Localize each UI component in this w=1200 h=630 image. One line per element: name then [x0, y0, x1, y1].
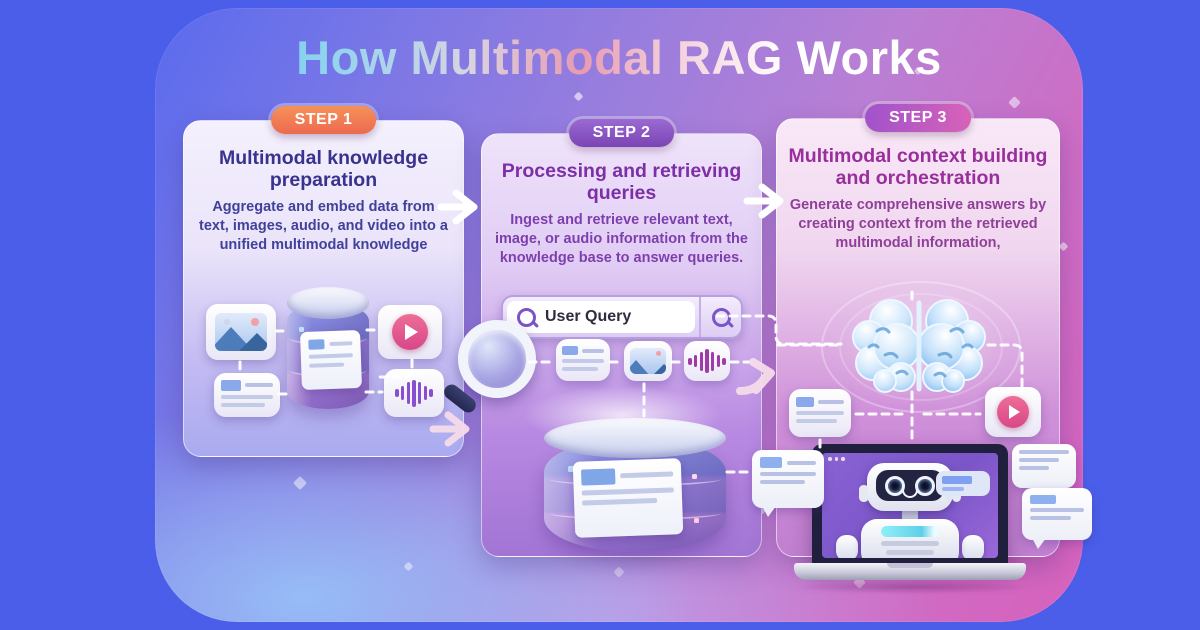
text-lines	[221, 380, 273, 409]
sparkle	[1008, 96, 1021, 109]
sparkle	[403, 561, 414, 572]
search-button[interactable]	[699, 297, 741, 337]
sparkle	[1058, 241, 1069, 252]
window-dots	[828, 457, 845, 461]
laptop-icon	[812, 444, 1008, 565]
laptop-screen	[822, 453, 998, 558]
waveform-bars	[688, 349, 726, 373]
step1-card: STEP 1 Multimodal knowledge preparation …	[183, 106, 464, 457]
text-document-icon	[214, 373, 280, 417]
robot-ear	[859, 485, 868, 502]
chat-bubble-icon	[1022, 488, 1092, 549]
image-icon-art	[215, 312, 267, 352]
robot-eye	[915, 476, 935, 496]
search-icon	[711, 307, 731, 327]
brain-icon	[852, 299, 986, 393]
search-bar[interactable]: User Query	[501, 295, 743, 339]
waveform-bars	[395, 379, 433, 407]
laptop-shadow	[792, 580, 1032, 594]
step2-description: Ingest and retrieve relevant text, image…	[495, 211, 748, 267]
robot-smile	[902, 489, 918, 498]
step2-title: Processing and retrieving queries	[501, 160, 742, 205]
robot-chest-bar	[881, 541, 939, 546]
document-card-icon	[300, 329, 362, 391]
step1-title: Multimodal knowledge preparation	[218, 147, 429, 192]
search-icon	[517, 307, 536, 327]
sparkle	[573, 91, 584, 102]
image-icon	[206, 304, 276, 360]
text-document-icon	[556, 339, 610, 381]
image-icon	[624, 341, 672, 381]
robot-neck	[902, 509, 918, 521]
video-play-icon	[985, 387, 1041, 437]
search-input[interactable]: User Query	[507, 301, 695, 333]
step2-badge: STEP 2	[568, 119, 675, 147]
database-icon	[544, 418, 726, 552]
image-icon-art	[629, 348, 667, 374]
document-card-icon	[572, 458, 684, 538]
search-query-text: User Query	[545, 308, 632, 325]
text-lines	[795, 397, 845, 429]
robot-body	[861, 519, 959, 558]
play-button	[997, 396, 1029, 428]
robot-eye	[885, 476, 905, 496]
robot-arm	[962, 535, 984, 558]
step1-badge: STEP 1	[270, 106, 377, 134]
robot-chest-bar	[886, 550, 934, 555]
magnifier-icon	[441, 320, 536, 416]
sparkle	[292, 475, 308, 491]
robot-icon	[859, 463, 961, 511]
robot-chest-light	[881, 526, 939, 537]
database-icon	[287, 287, 369, 409]
audio-waveform-icon	[384, 369, 444, 417]
text-lines	[561, 346, 605, 374]
text-document-icon	[789, 389, 851, 437]
step2-card: STEP 2 Processing and retrieving queries…	[441, 119, 762, 557]
step3-badge: STEP 3	[865, 104, 971, 132]
step3-title: Multimodal context building and orchestr…	[788, 145, 1048, 190]
chat-bubble-icon	[936, 471, 990, 503]
video-play-icon	[378, 305, 442, 359]
robot-face	[876, 470, 944, 501]
play-button	[392, 314, 428, 350]
chat-bubble-icon	[752, 450, 824, 517]
audio-waveform-icon	[684, 341, 730, 381]
page-title: How Multimodal RAG Works	[155, 30, 1083, 85]
sparkle	[613, 566, 625, 578]
laptop-base	[794, 563, 1026, 580]
robot-arm	[836, 535, 858, 558]
step3-description: Generate comprehensive answers by creati…	[789, 196, 1047, 252]
step1-description: Aggregate and embed data from text, imag…	[199, 198, 448, 254]
chat-bubble-icon	[1012, 444, 1076, 488]
